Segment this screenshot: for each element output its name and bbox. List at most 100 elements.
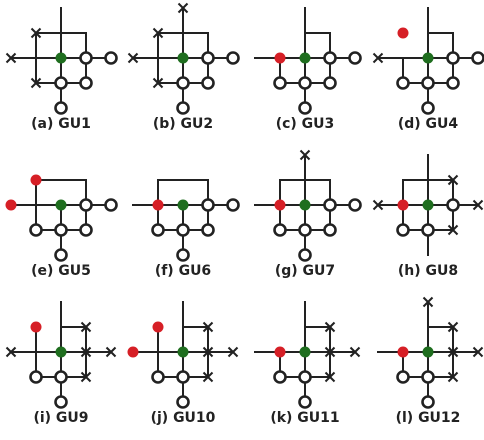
open-circle-node [226, 198, 240, 212]
center-green-node [177, 52, 189, 64]
cross-stroke [127, 52, 139, 64]
cross-mark [5, 52, 17, 64]
cross-stroke [447, 371, 459, 383]
red-node [397, 346, 409, 358]
center-green-node [55, 346, 67, 358]
cross-mark [472, 199, 484, 211]
open-circle-node [446, 76, 460, 90]
panel-caption: (i) GU9 [33, 410, 88, 426]
red-node [5, 199, 17, 211]
panel-caption: (e) GU5 [31, 263, 91, 279]
panel-9: (i) GU9 [5, 301, 117, 426]
open-circle-node [29, 370, 43, 384]
panel-1: (a) GU1 [5, 7, 118, 132]
open-circle-node [104, 51, 118, 65]
open-circle-node [273, 370, 287, 384]
open-circle-node [348, 198, 362, 212]
open-circle-node [298, 395, 312, 409]
red-node [397, 199, 409, 211]
center-green-node [422, 52, 434, 64]
open-circle-node [446, 198, 460, 212]
center-green-node [177, 346, 189, 358]
open-circle-node [151, 223, 165, 237]
cross-mark [372, 199, 384, 211]
center-green-node [55, 52, 67, 64]
cross-mark [422, 296, 434, 308]
red-node [152, 321, 164, 333]
open-circle-node [79, 198, 93, 212]
open-circle-node [176, 76, 190, 90]
panel-12: (l) GU12 [377, 296, 484, 426]
panel-caption: (k) GU11 [270, 410, 339, 426]
open-circle-node [471, 51, 484, 65]
cross-mark [5, 346, 17, 358]
open-circle-node [298, 370, 312, 384]
open-circle-node [421, 101, 435, 115]
cross-stroke [447, 346, 459, 358]
panel-caption: (l) GU12 [396, 410, 461, 426]
open-circle-node [176, 395, 190, 409]
red-node [30, 321, 42, 333]
cross-stroke [372, 52, 384, 64]
cross-mark [152, 77, 164, 89]
open-circle-node [54, 76, 68, 90]
cross-stroke [422, 296, 434, 308]
open-circle-node [323, 76, 337, 90]
cross-mark [447, 346, 459, 358]
red-node [274, 346, 286, 358]
cross-stroke [299, 149, 311, 161]
open-circle-node [54, 395, 68, 409]
cross-stroke [202, 346, 214, 358]
panel-caption: (g) GU7 [275, 263, 335, 279]
red-node [274, 52, 286, 64]
open-circle-node [201, 76, 215, 90]
cross-mark [447, 174, 459, 186]
cross-stroke [447, 174, 459, 186]
panel-caption: (f) GU6 [155, 263, 211, 279]
cross-mark [447, 371, 459, 383]
cross-stroke [152, 27, 164, 39]
open-circle-node [79, 223, 93, 237]
cross-stroke [447, 321, 459, 333]
open-circle-node [79, 76, 93, 90]
cross-stroke [324, 346, 336, 358]
panel-8: (h) GU8 [372, 154, 484, 279]
cross-stroke [447, 224, 459, 236]
open-circle-node [176, 370, 190, 384]
cross-stroke [324, 371, 336, 383]
panel-2: (b) GU2 [127, 2, 240, 132]
cross-mark [30, 77, 42, 89]
cross-stroke [5, 52, 17, 64]
cross-stroke [349, 346, 361, 358]
cross-mark [324, 371, 336, 383]
panel-6: (f) GU6 [132, 179, 240, 279]
open-circle-node [273, 223, 287, 237]
cross-mark [324, 346, 336, 358]
cross-stroke [5, 346, 17, 358]
cross-stroke [80, 346, 92, 358]
open-circle-node [323, 223, 337, 237]
open-circle-node [421, 395, 435, 409]
panel-caption: (h) GU8 [398, 263, 458, 279]
open-circle-node [176, 248, 190, 262]
panel-caption: (c) GU3 [276, 116, 335, 132]
cross-mark [372, 52, 384, 64]
open-circle-node [201, 51, 215, 65]
cross-mark [472, 346, 484, 358]
cross-stroke [105, 346, 117, 358]
cross-stroke [472, 199, 484, 211]
cross-mark [152, 27, 164, 39]
open-circle-node [323, 51, 337, 65]
cross-mark [127, 52, 139, 64]
cross-mark [447, 224, 459, 236]
center-green-node [299, 52, 311, 64]
cross-stroke [202, 371, 214, 383]
open-circle-node [421, 370, 435, 384]
red-node [152, 199, 164, 211]
open-circle-node [446, 51, 460, 65]
open-circle-node [298, 223, 312, 237]
cross-mark [30, 27, 42, 39]
cross-mark [80, 346, 92, 358]
open-circle-node [201, 223, 215, 237]
